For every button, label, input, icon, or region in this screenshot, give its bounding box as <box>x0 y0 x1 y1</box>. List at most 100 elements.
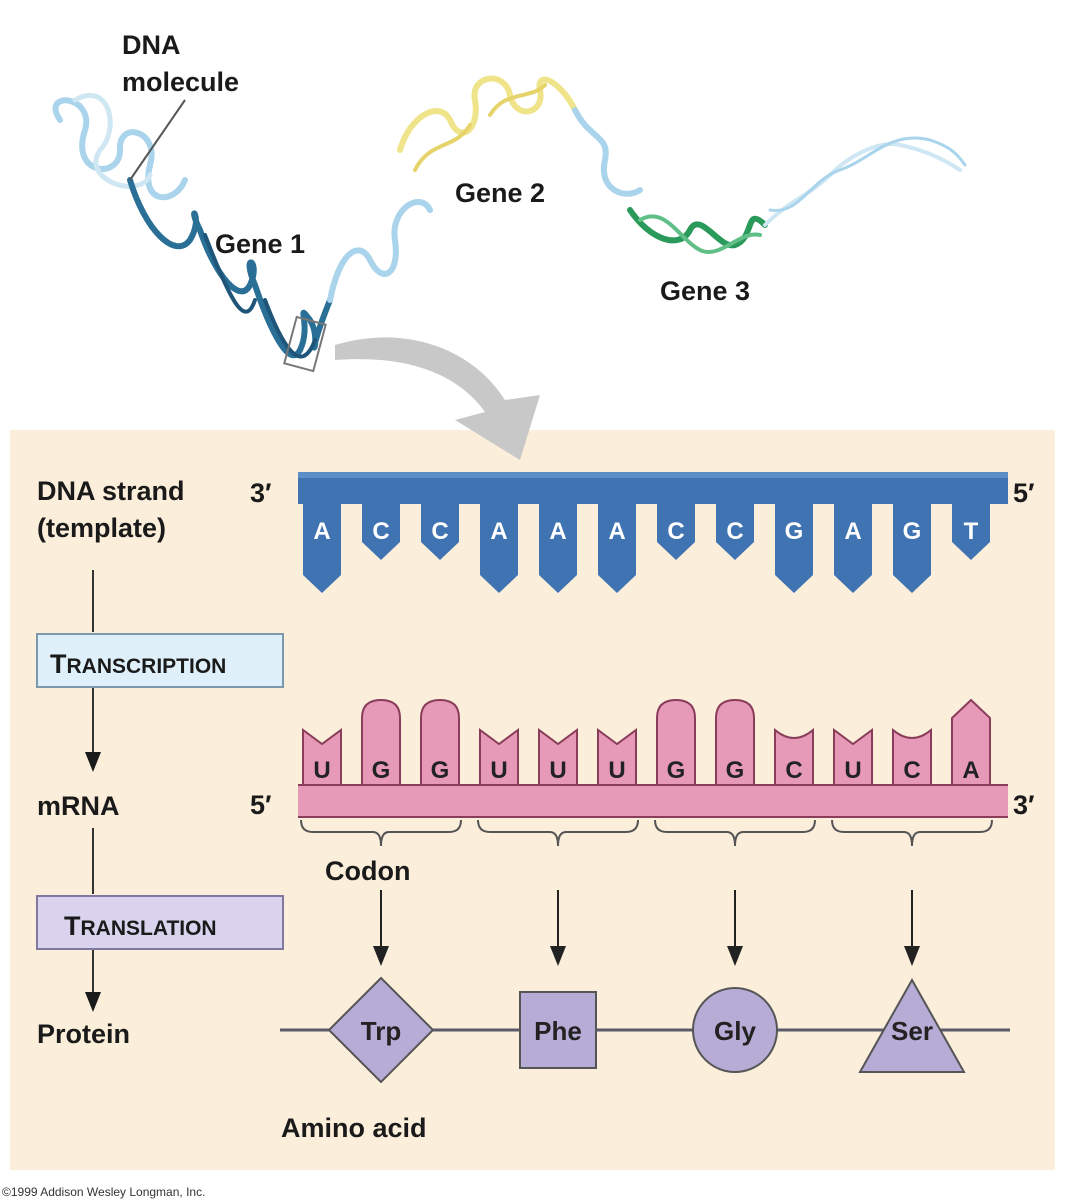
mrna-base-letter: G <box>726 757 745 784</box>
helix-strand-light-d <box>572 107 643 197</box>
dna-base-letter: C <box>431 518 448 545</box>
mrna-base-letter: C <box>903 757 920 784</box>
zoom-box <box>283 315 327 373</box>
mrna-label: mRNA <box>37 791 120 821</box>
dna-base-letter: T <box>964 518 979 545</box>
zoom-arrow <box>335 337 540 460</box>
dna-base-letter: G <box>785 518 804 545</box>
transcription-box <box>36 633 284 688</box>
dna-base-shape <box>834 504 872 593</box>
gene3-label: Gene 3 <box>660 276 750 306</box>
copyright-text: ©1999 Addison Wesley Longman, Inc. <box>2 1185 205 1199</box>
amino-acid-shape-square <box>519 991 597 1069</box>
translation-label: TRANSLATION <box>64 911 217 941</box>
dna-base-shape <box>657 504 695 560</box>
mrna-base-letter: U <box>490 757 507 784</box>
helix-strand-light-a <box>52 97 188 201</box>
mrna-base-letter: G <box>431 757 450 784</box>
gene3-strand-b <box>638 214 762 254</box>
mrna-base-letter: G <box>667 757 686 784</box>
amino-acid-shape-diamond <box>327 976 435 1084</box>
codon-brace <box>477 819 639 847</box>
dna-molecule-label-line1: DNA <box>122 30 181 60</box>
helix-strand-light-c <box>327 199 433 303</box>
amino-acid-name: Trp <box>361 1016 401 1046</box>
dna-base-letter: C <box>667 518 684 545</box>
amino-acid-label: Amino acid <box>281 1113 427 1143</box>
gene2-strand <box>397 75 578 153</box>
amino-acid-name: Ser <box>891 1016 933 1046</box>
amino-acid-name: Phe <box>534 1016 582 1046</box>
helix-strand-light-f <box>768 136 967 212</box>
gene1-strand <box>127 177 333 359</box>
dna-base-shape <box>716 504 754 560</box>
amino-acid-shape-circle <box>692 987 778 1073</box>
codon-brace <box>300 819 462 847</box>
mrna-5prime-label: 5′ <box>250 790 272 820</box>
dna-molecule-label-line2: molecule <box>122 67 239 97</box>
mrna-base-shape <box>656 698 696 787</box>
amino-acid-name: Gly <box>714 1016 756 1046</box>
dna-base-letter: C <box>726 518 743 545</box>
codon-arrowhead <box>727 946 743 966</box>
dna-base-shape <box>362 504 400 560</box>
translation-label-rest: RANSLATION <box>81 917 217 940</box>
dna-base-letter: A <box>549 518 566 545</box>
amino-acid-shape-triangle <box>858 977 966 1073</box>
codon-arrowhead <box>904 946 920 966</box>
codon-brace <box>654 819 816 847</box>
dna-base-letter: A <box>844 518 861 545</box>
dna-strand-label-line1: DNA strand <box>37 476 185 506</box>
mrna-base-shape <box>892 727 932 787</box>
dna-base-letter: A <box>313 518 330 545</box>
helix-strand-light-e <box>763 142 962 227</box>
gene2-strand-b <box>413 83 547 172</box>
dna-base-shape <box>421 504 459 560</box>
mrna-3prime-label: 3′ <box>1013 790 1035 820</box>
transcription-label: TRANSCRIPTION <box>50 649 226 679</box>
dna-base-letter: C <box>372 518 389 545</box>
codon-brace <box>831 819 993 847</box>
dna-base-letter: A <box>608 518 625 545</box>
transcription-label-rest: RANSCRIPTION <box>67 655 227 678</box>
flow-arrowhead-4 <box>85 992 101 1012</box>
dna-5prime-label: 5′ <box>1013 478 1035 508</box>
translation-label-first: T <box>64 911 81 941</box>
mrna-backbone <box>298 785 1008 817</box>
dna-base-shape <box>598 504 636 593</box>
amino-acids: Trp Phe Gly Ser <box>327 976 966 1084</box>
mrna-base-letter: C <box>785 757 802 784</box>
gene1-label: Gene 1 <box>215 229 305 259</box>
codon-arrowhead <box>550 946 566 966</box>
dna-base-shape <box>303 504 341 593</box>
gene2-label: Gene 2 <box>455 178 545 208</box>
dna-molecule-pointer-line <box>129 99 186 181</box>
mrna-base-letter: U <box>844 757 861 784</box>
codon-label: Codon <box>325 856 410 886</box>
dna-backbone-highlight <box>298 472 1008 478</box>
protein-label: Protein <box>37 1019 130 1049</box>
dna-base-letter: G <box>903 518 922 545</box>
mrna-base-letter: U <box>549 757 566 784</box>
dna-base-shape <box>480 504 518 593</box>
dna-base-letter: A <box>490 518 507 545</box>
mrna-base-shape <box>774 727 814 787</box>
gene3-strand <box>627 207 768 249</box>
codon-arrowhead <box>373 946 389 966</box>
gene1-strand-dark <box>203 233 317 359</box>
transcription-label-first: T <box>50 649 67 679</box>
codon-braces <box>300 819 993 966</box>
mrna-base-letter: U <box>608 757 625 784</box>
dna-molecule <box>52 75 967 359</box>
helix-strand-light-b <box>72 92 153 189</box>
dna-base-shape <box>539 504 577 593</box>
mrna-base-letter: G <box>372 757 391 784</box>
mrna-base-shape <box>361 698 401 787</box>
dna-base-shape <box>952 504 990 560</box>
mrna-base-letter: A <box>962 757 979 784</box>
dna-strand-label-line2: (template) <box>37 513 166 543</box>
mrna-base-shape <box>715 698 755 787</box>
flow-arrowhead-2 <box>85 752 101 772</box>
